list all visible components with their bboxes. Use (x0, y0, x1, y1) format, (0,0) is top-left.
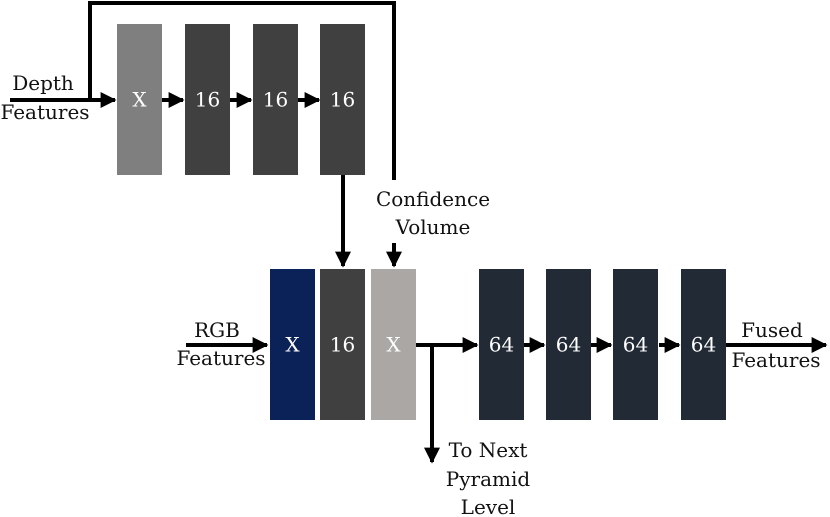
next-level-label-line2: Pyramid (446, 467, 531, 491)
depth-features-label-line2: Features (0, 100, 89, 124)
output-block-label-4: 64 (691, 333, 716, 357)
depth-block-label-1: X (132, 88, 147, 112)
depth-block-4 (320, 24, 365, 175)
fusion-block-label-1: X (285, 333, 300, 357)
depth-block-2 (185, 24, 230, 175)
output-block-1 (479, 269, 524, 420)
fusion-block-label-3: X (386, 333, 401, 357)
output-block-label-2: 64 (556, 333, 581, 357)
connectors (10, 1, 828, 464)
output-block-label-1: 64 (489, 333, 514, 357)
output-block-3 (613, 269, 658, 420)
output-blocks: 64 64 64 64 (479, 269, 726, 420)
fusion-block-label-2: 16 (330, 333, 355, 357)
depth-features-label-line1: Depth (12, 71, 74, 95)
confidence-volume-label-line2: Volume (395, 215, 471, 239)
rgb-features-label-line1: RGB (194, 318, 240, 342)
fusion-block-2 (320, 269, 365, 420)
rgb-features-label-line2: Features (176, 346, 265, 370)
depth-branch-blocks: X 16 16 16 (117, 24, 365, 175)
fusion-blocks: X 16 X (270, 269, 416, 420)
output-block-4 (681, 269, 726, 420)
output-block-label-3: 64 (623, 333, 648, 357)
depth-block-label-3: 16 (263, 88, 288, 112)
fusion-block-1 (270, 269, 315, 420)
fused-features-label-line2: Features (731, 348, 820, 372)
next-level-label-line1: To Next (449, 438, 528, 462)
fusion-block-3 (371, 269, 416, 420)
depth-block-3 (253, 24, 298, 175)
depth-skip-connection (88, 1, 396, 180)
output-block-2 (546, 269, 591, 420)
depth-block-1 (117, 24, 162, 175)
depth-block-label-2: 16 (195, 88, 220, 112)
depth-block-label-4: 16 (330, 88, 355, 112)
confidence-volume-label-line1: Confidence (376, 187, 490, 211)
next-level-label-line3: Level (461, 495, 516, 517)
fused-features-label-line1: Fused (741, 318, 803, 342)
